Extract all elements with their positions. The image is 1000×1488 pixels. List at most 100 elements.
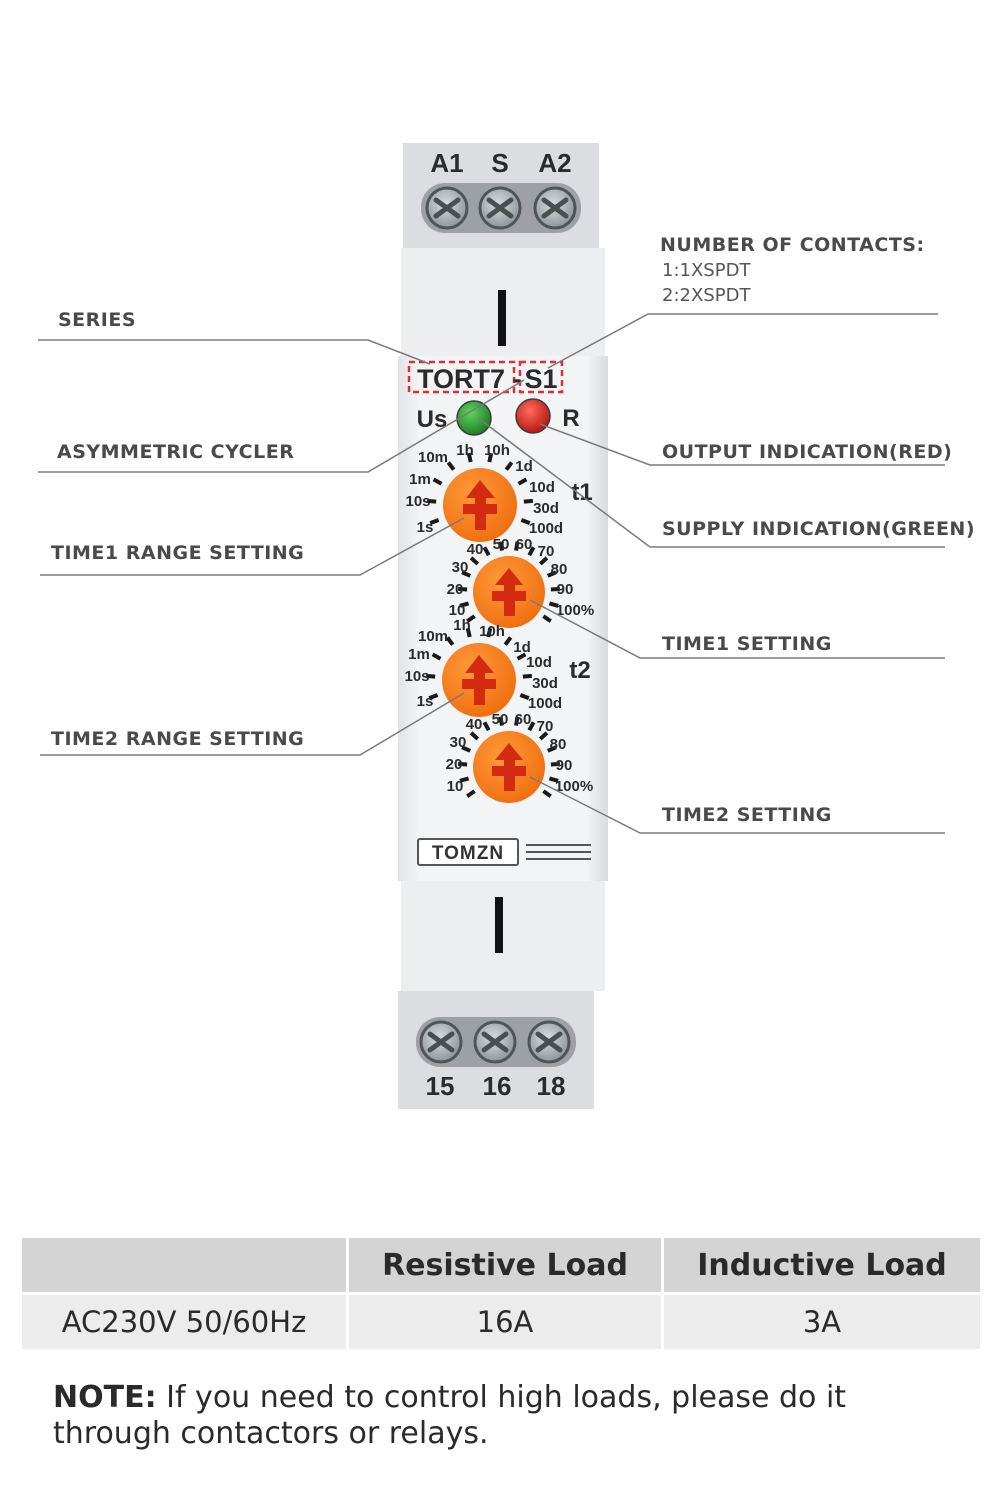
dial-tick — [498, 541, 504, 551]
dial-ticks — [427, 452, 533, 526]
time1-setting-knob-group: 30 20 10 40 50 60 70 80 90 100% — [447, 536, 594, 628]
asymmetric-leader — [38, 379, 525, 473]
output-label: R — [562, 405, 579, 432]
dial-ticks — [457, 716, 561, 798]
dial-tick — [542, 614, 552, 623]
dial-tick — [457, 761, 468, 767]
table-header: Inductive Load — [661, 1238, 980, 1294]
dial-tick — [457, 586, 468, 592]
dial-tick — [461, 570, 472, 578]
range-label: 30d — [533, 500, 559, 517]
time2-range-leader — [40, 692, 465, 756]
dial-tick — [428, 693, 439, 701]
terminal-label-18: 18 — [537, 1071, 566, 1101]
callout-time2-range: TIME2 RANGE SETTING — [51, 728, 305, 750]
range-label: 10m — [418, 628, 448, 645]
dial-tick — [546, 570, 557, 578]
callout-time1-range: TIME1 RANGE SETTING — [51, 542, 305, 564]
series-leader — [38, 339, 431, 365]
time1-range-knob-group: 10m 1m 10s 1s 1h 10h 1d 10d 30d 100d — [405, 442, 563, 542]
time1-setting-leader — [529, 599, 945, 659]
dial-tick — [466, 614, 476, 623]
range-label: 10s — [405, 493, 430, 510]
time-label: 90 — [557, 581, 574, 598]
arrow-icon — [462, 655, 496, 705]
dial-tick — [465, 627, 472, 638]
range-label: 10s — [404, 668, 429, 685]
terminal-label-16: 16 — [483, 1071, 512, 1101]
supply-label: Us — [417, 406, 448, 433]
top-terminal-block: A1 S A2 — [421, 148, 581, 233]
table-cell: 16A — [346, 1292, 663, 1349]
dial-ticks — [426, 627, 532, 701]
screw-icon[interactable] — [533, 186, 577, 230]
dial-tick — [461, 745, 472, 753]
dial-tick — [522, 673, 532, 679]
dial-tick — [466, 789, 476, 798]
time-label: 30 — [450, 734, 467, 751]
dial-tick — [459, 776, 470, 783]
model-prefix: TORT7 — [417, 364, 505, 394]
time-label: 40 — [467, 541, 484, 558]
dial-tick — [548, 776, 559, 783]
callout-time1-setting: TIME1 SETTING — [662, 633, 832, 655]
time2-setting-leader — [529, 776, 945, 834]
brand-name: TOMZN — [432, 843, 504, 864]
supply-leader — [477, 417, 945, 548]
series-highlight-box — [407, 360, 516, 394]
supply-led — [456, 400, 492, 436]
range-label: 10d — [526, 654, 552, 671]
time-label: 50 — [492, 711, 509, 728]
note-label: NOTE: — [53, 1380, 157, 1415]
time-label: 70 — [538, 543, 555, 560]
range-label: 1h — [456, 442, 474, 459]
screw-icon[interactable] — [419, 1020, 463, 1064]
dial-tick — [527, 546, 536, 557]
range-label: 1m — [409, 471, 431, 488]
dial-tick — [504, 461, 514, 471]
dial-tick — [527, 721, 536, 732]
dial-tick — [427, 498, 437, 504]
time-label: 50 — [493, 536, 510, 553]
arrow-icon — [492, 568, 526, 616]
dial-tick — [446, 461, 456, 471]
dial-tick — [445, 636, 455, 646]
dial-tick — [429, 518, 440, 526]
model-suffix: S1 — [524, 364, 557, 394]
t2-label: t2 — [569, 657, 590, 684]
range-label: 1d — [513, 639, 531, 656]
bottom-terminal-block: 15 16 18 — [416, 1017, 576, 1101]
dial-tick — [459, 601, 470, 608]
table-header: Resistive Load — [346, 1238, 663, 1294]
range-label: 1s — [417, 693, 434, 710]
table-row: AC230V 50/60Hz 16A 3A — [22, 1292, 980, 1349]
callout-output-indication: OUTPUT INDICATION(RED) — [662, 441, 953, 463]
dial-tick — [523, 498, 533, 504]
brand-logo: TOMZN — [417, 838, 591, 866]
dial-tick — [517, 477, 528, 486]
time-label: 20 — [446, 756, 463, 773]
output-led — [515, 398, 551, 434]
note-text: If you need to control high loads, pleas… — [53, 1380, 847, 1451]
time2-setting-knob-group: 30 20 10 40 50 60 70 80 90 100% — [446, 711, 593, 803]
load-spec-table: Resistive Load Inductive Load AC230V 50/… — [22, 1238, 980, 1349]
dial-tick — [466, 452, 473, 463]
dial-tick — [431, 652, 442, 661]
time-label: 20 — [447, 581, 464, 598]
screw-icon[interactable] — [527, 1020, 571, 1064]
screw-icon[interactable] — [473, 1020, 517, 1064]
callout-asymmetric: ASYMMETRIC CYCLER — [57, 441, 295, 463]
dial-tick — [487, 452, 494, 463]
time-label: 60 — [516, 536, 533, 553]
dial-tick — [550, 761, 561, 767]
range-label: 10h — [484, 442, 510, 459]
dial-tick — [520, 518, 531, 526]
time-label: 70 — [537, 718, 554, 735]
time-label: 60 — [515, 711, 532, 728]
arrow-icon — [463, 480, 497, 530]
callout-contacts-1: 1:1XSPDT — [662, 260, 751, 281]
screw-icon[interactable] — [478, 186, 522, 230]
table-cell: 3A — [661, 1292, 980, 1349]
time-label: 10 — [449, 602, 466, 619]
screw-icon[interactable] — [425, 186, 469, 230]
